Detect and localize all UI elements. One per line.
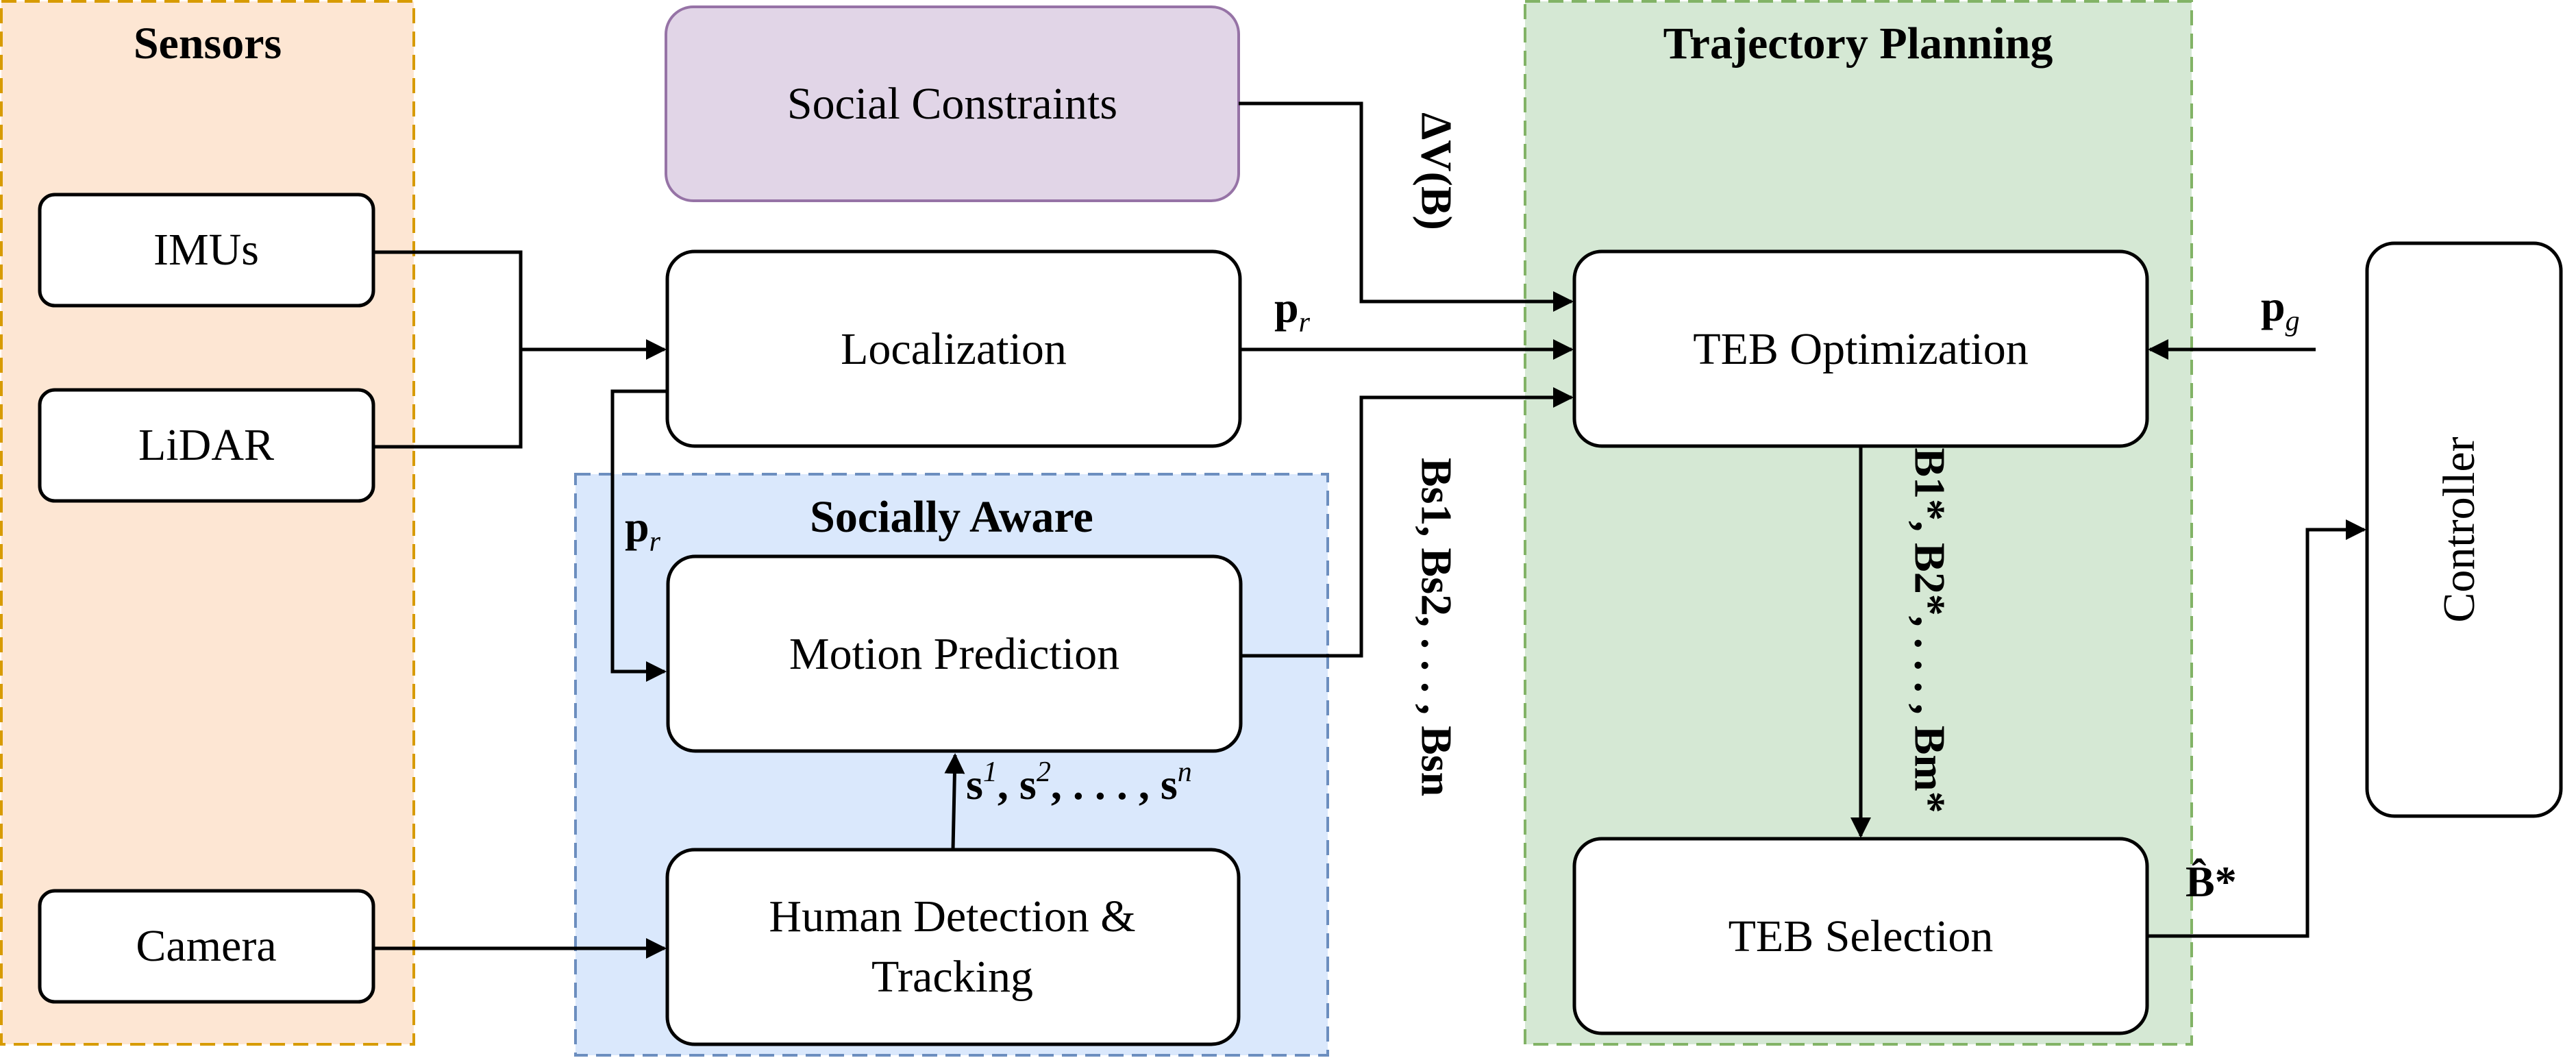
imus-box	[38, 193, 375, 308]
controller-label: Controller	[2434, 436, 2484, 622]
b-star-list-label: B1*, B2*, . . . , Bm*	[1905, 447, 1954, 813]
p-r-left-label: pr	[625, 502, 661, 558]
localization-to-motion-prediction-arrow	[610, 389, 667, 682]
human-detection-to-motion-prediction-arrow	[944, 753, 965, 850]
b-hat-star-label: B̂*	[2185, 857, 2237, 906]
human-detection-box	[665, 848, 1241, 1046]
trajectory-planning-title: Trajectory Planning	[1663, 19, 2053, 69]
socially-aware-title: Socially Aware	[810, 492, 1093, 542]
imus-label: IMUs	[153, 225, 259, 275]
social-constraints-to-teb-arrow	[1239, 101, 1574, 312]
imus-to-junction-line	[373, 250, 523, 349]
teb-selection-label: TEB Selection	[1729, 911, 1994, 961]
motion-prediction-box	[666, 554, 1243, 753]
sensors-title: Sensors	[134, 19, 282, 69]
localization-label: Localization	[841, 324, 1067, 374]
p-g-label: pg	[2261, 282, 2300, 337]
camera-box	[38, 889, 375, 1004]
human-detection-label-line2: Tracking	[871, 952, 1033, 1002]
camera-label: Camera	[136, 921, 276, 971]
teb-selection-to-controller-arrow	[2147, 519, 2366, 938]
b-s-list-label: Bs1, Bs2, . . . , Bsn	[1412, 458, 1461, 796]
s-list-label: s1, s2, . . . , sn	[966, 756, 1192, 809]
p-r-top-label: pr	[1274, 283, 1311, 339]
human-detection-label-line1: Human Detection &	[769, 891, 1135, 942]
controller-box	[2365, 241, 2563, 818]
teb-optimization-label: TEB Optimization	[1693, 324, 2028, 374]
motion-prediction-to-teb-arrow	[1241, 387, 1574, 658]
lidar-label: LiDAR	[138, 420, 274, 470]
motion-prediction-label: Motion Prediction	[789, 629, 1119, 679]
lidar-to-junction-line	[373, 349, 523, 449]
delta-v-label: ΔV(B)	[1412, 112, 1461, 230]
sensors-group	[0, 0, 415, 1046]
social-constraints-label: Social Constraints	[787, 79, 1117, 129]
